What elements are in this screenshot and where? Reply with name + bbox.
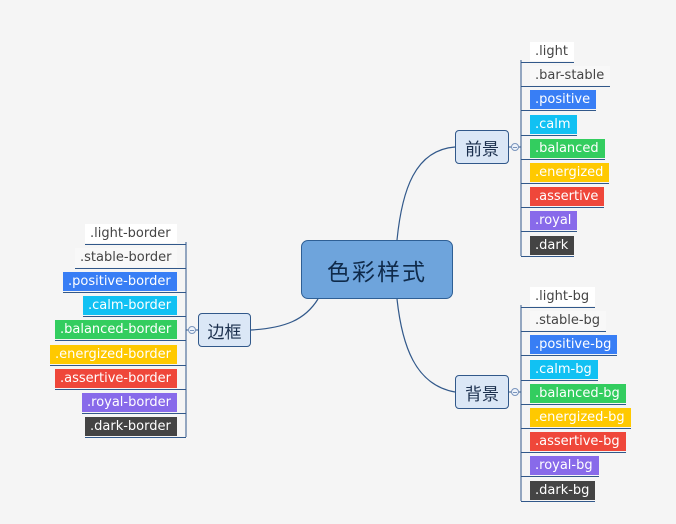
topic-border[interactable]: 边框: [198, 313, 251, 347]
leaf-background-calm-bg[interactable]: .calm-bg: [530, 360, 598, 379]
leaf-border-light-border[interactable]: .light-border: [85, 224, 177, 243]
leaf-underline: [83, 316, 186, 317]
leaf-underline: [521, 452, 626, 453]
leaf-border-dark-border[interactable]: .dark-border: [85, 417, 177, 436]
leaf-foreground-dark[interactable]: .dark: [530, 236, 575, 255]
leaf-foreground-royal[interactable]: .royal: [530, 211, 578, 230]
leaf-border-energized-border[interactable]: .energized-border: [50, 345, 178, 364]
leaf-underline: [521, 404, 626, 405]
leaf-underline: [85, 437, 186, 438]
leaf-underline: [521, 501, 595, 502]
leaf-underline: [50, 365, 186, 366]
leaf-background-stable-bg[interactable]: .stable-bg: [530, 311, 607, 330]
leaf-border-stable-border[interactable]: .stable-border: [75, 248, 178, 267]
leaf-background-dark-bg[interactable]: .dark-bg: [530, 481, 596, 500]
leaf-underline: [63, 292, 186, 293]
leaf-border-balanced-border[interactable]: .balanced-border: [55, 320, 178, 339]
leaf-underline: [521, 331, 606, 332]
leaf-underline: [521, 86, 610, 87]
leaf-border-calm-border[interactable]: .calm-border: [83, 296, 178, 315]
topic-background[interactable]: 背景: [455, 375, 509, 409]
leaf-underline: [521, 135, 577, 136]
leaf-underline: [55, 340, 186, 341]
leaf-underline: [521, 307, 595, 308]
leaf-underline: [521, 62, 574, 63]
leaf-foreground-bar-stable[interactable]: .bar-stable: [530, 66, 611, 85]
leaf-foreground-positive[interactable]: .positive: [530, 90, 597, 109]
topic-foreground[interactable]: 前景: [455, 130, 509, 164]
leaf-background-light-bg[interactable]: .light-bg: [530, 287, 596, 306]
leaf-underline: [521, 231, 577, 232]
leaf-foreground-light[interactable]: .light: [530, 42, 574, 61]
collapse-border-icon[interactable]: [188, 326, 196, 334]
leaf-background-royal-bg[interactable]: .royal-bg: [530, 456, 599, 475]
leaf-underline: [521, 159, 605, 160]
leaf-background-energized-bg[interactable]: .energized-bg: [530, 408, 631, 427]
leaf-foreground-balanced[interactable]: .balanced: [530, 139, 605, 158]
leaf-foreground-calm[interactable]: .calm: [530, 115, 577, 134]
leaf-underline: [82, 413, 186, 414]
leaf-underline: [521, 183, 609, 184]
leaf-underline: [521, 476, 599, 477]
leaf-underline: [55, 389, 186, 390]
leaf-border-assertive-border[interactable]: .assertive-border: [55, 369, 177, 388]
leaf-underline: [521, 428, 631, 429]
leaf-underline: [521, 207, 604, 208]
leaf-underline: [521, 355, 617, 356]
leaf-background-assertive-bg[interactable]: .assertive-bg: [530, 432, 626, 451]
leaf-foreground-assertive[interactable]: .assertive: [530, 187, 605, 206]
leaf-background-positive-bg[interactable]: .positive-bg: [530, 335, 618, 354]
leaf-border-royal-border[interactable]: .royal-border: [82, 393, 178, 412]
collapse-foreground-icon[interactable]: [511, 143, 519, 151]
leaf-underline: [521, 110, 596, 111]
central-topic[interactable]: 色彩样式: [301, 240, 453, 299]
leaf-underline: [85, 244, 186, 245]
leaf-underline: [521, 256, 574, 257]
leaf-foreground-energized[interactable]: .energized: [530, 163, 610, 182]
leaf-underline: [521, 380, 598, 381]
leaf-border-positive-border[interactable]: .positive-border: [63, 272, 177, 291]
leaf-background-balanced-bg[interactable]: .balanced-bg: [530, 384, 626, 403]
collapse-background-icon[interactable]: [511, 388, 519, 396]
leaf-underline: [75, 268, 186, 269]
